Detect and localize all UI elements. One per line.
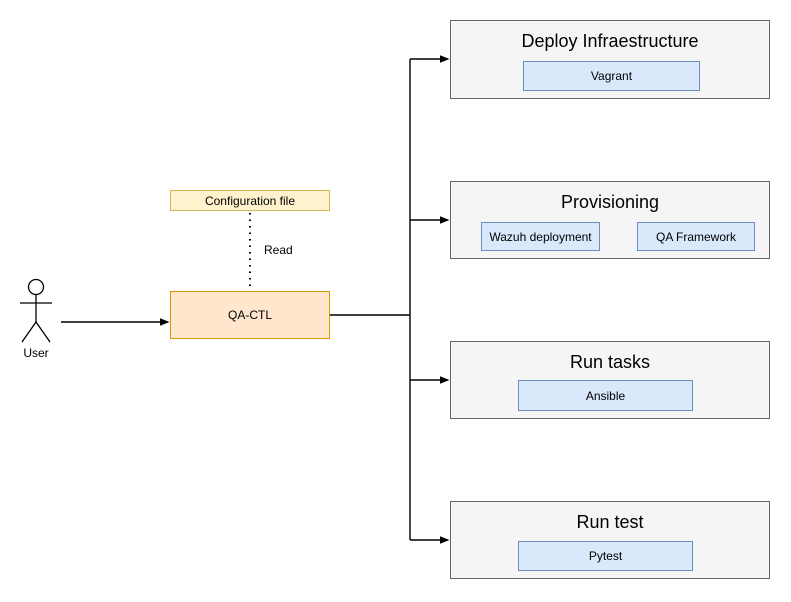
item-pytest: Pytest [518,541,693,571]
item-ansible: Ansible [518,380,693,411]
stage-run-test: Run test Pytest [450,501,770,579]
item-wazuh-deployment: Wazuh deployment [481,222,600,251]
stage-deploy-title: Deploy Infraestructure [521,31,699,51]
arrowhead-user-to-qactl [160,318,170,326]
stage-run-test-title: Run test [576,512,644,532]
item-vagrant-label: Vagrant [590,69,633,83]
config-file-label: Configuration file [204,193,296,208]
actor-head [27,278,45,296]
qactl-node: QA-CTL [170,291,330,339]
actor-leg-right [35,321,51,343]
stage-provisioning: Provisioning Wazuh deployment QA Framewo… [450,181,770,259]
item-qa-framework-label: QA Framework [655,229,736,244]
item-ansible-label: Ansible [585,388,626,403]
item-vagrant: Vagrant [523,61,700,91]
arrowhead-deploy [440,55,450,63]
arrowhead-run-test [440,536,450,544]
arrowhead-run-tasks [440,376,450,384]
stage-provisioning-title: Provisioning [560,192,660,212]
stage-run-tasks-title: Run tasks [569,352,651,372]
item-wazuh-deployment-label: Wazuh deployment [489,229,592,244]
user-label: User [23,346,49,360]
config-file-node: Configuration file [170,190,330,211]
qactl-label: QA-CTL [227,308,272,322]
stage-deploy-infraestructure: Deploy Infraestructure Vagrant [450,20,770,99]
item-pytest-label: Pytest [588,549,623,563]
stage-run-tasks: Run tasks Ansible [450,341,770,419]
item-qa-framework: QA Framework [637,222,755,251]
read-edge-label: Read [264,243,293,257]
user-actor-figure [20,278,52,343]
arrowhead-provisioning [440,216,450,224]
actor-leg-left [21,321,37,343]
